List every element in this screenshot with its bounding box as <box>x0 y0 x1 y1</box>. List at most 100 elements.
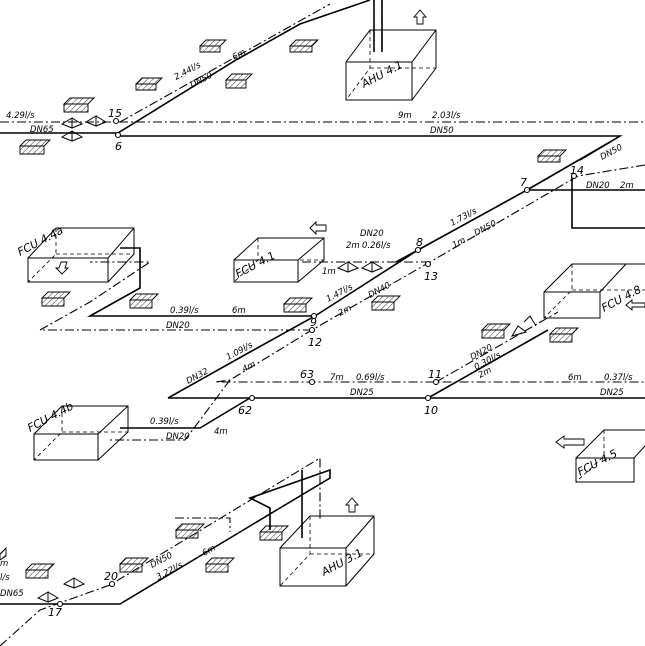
hatch-block <box>24 563 56 571</box>
label-fcu-4-1: FCU 4.1 <box>233 249 277 281</box>
supply-main-top <box>0 132 623 161</box>
hatch-block <box>128 293 160 301</box>
supply-branch-ahu41 <box>117 0 371 134</box>
hatch-block <box>40 291 72 299</box>
node-15[interactable] <box>112 117 120 125</box>
pipe-label: 6m <box>201 543 218 558</box>
hatch-block <box>25 569 49 579</box>
down-arrow-icon <box>54 261 70 275</box>
ahu-4-1-box <box>345 9 437 101</box>
node-10[interactable] <box>424 394 432 402</box>
pipe-label: m <box>0 559 8 569</box>
node-label-20: 20 <box>104 570 118 583</box>
supply-branch-14 <box>571 176 645 229</box>
up-arrow-icon <box>345 497 359 513</box>
hatched-blocks <box>0 39 580 579</box>
node-62[interactable] <box>248 394 256 402</box>
hatch-block <box>288 39 320 47</box>
valve-icon <box>62 577 86 589</box>
pipe-label: 6m <box>232 306 246 316</box>
return-ahu41 <box>119 3 331 123</box>
hatch-block <box>549 333 573 343</box>
pipe-label: 9m <box>398 111 412 121</box>
label-fcu-4-8: FCU 4.8 <box>599 283 643 315</box>
node-labels: 15 6 7 14 8 13 9 12 63 11 10 62 20 17 <box>48 107 584 619</box>
pipe-label: 7m <box>330 373 344 383</box>
supply-main-bottom <box>0 468 331 605</box>
node-63[interactable] <box>308 378 316 386</box>
pipe-label: DN20 <box>166 321 190 331</box>
hatch-block <box>282 297 314 305</box>
hatch-block <box>258 525 290 533</box>
hatch-block <box>18 139 52 147</box>
pipe-label: 0.37l/s <box>604 373 633 383</box>
hatch-block <box>63 103 89 113</box>
pipe-label: 4m <box>214 427 228 437</box>
pipe-label: DN25 <box>350 388 374 398</box>
hatch-block <box>289 45 313 53</box>
node-label-12: 12 <box>308 336 322 349</box>
fcu-4-5-box <box>555 429 645 483</box>
node-label-6: 6 <box>115 140 122 153</box>
pipe-label: 0.26l/s <box>362 241 391 251</box>
fcu-4-8-box <box>543 263 645 319</box>
left-arrow-icon <box>625 299 645 311</box>
pipe-label: DN32 <box>185 367 211 387</box>
pipe-label: DN25 <box>600 388 624 398</box>
valve-icon <box>360 261 384 273</box>
pipe-label: 6m <box>568 373 582 383</box>
pipe-label: DN20 <box>166 432 190 442</box>
node-label-8: 8 <box>416 236 423 249</box>
node-label-9: 9 <box>310 316 317 329</box>
return-ahu31-loop <box>175 517 231 532</box>
node-7[interactable] <box>523 186 531 194</box>
up-arrow-icon <box>413 9 427 25</box>
node-label-63: 63 <box>300 368 314 381</box>
hatch-block <box>118 557 150 565</box>
node-17[interactable] <box>56 600 64 608</box>
hatch-block <box>204 557 236 565</box>
pipe-label: 4.29l/s <box>6 111 35 121</box>
hatch-block <box>536 149 568 157</box>
node-label-11: 11 <box>428 368 442 381</box>
node-12[interactable] <box>308 326 316 334</box>
hatch-block <box>174 523 206 531</box>
pipe-label: DN50 <box>430 126 454 136</box>
hatch-block <box>481 329 505 339</box>
hatch-block <box>537 155 561 163</box>
return-10-fcu48 <box>435 311 559 383</box>
pipe-label: 2.03l/s <box>432 111 461 121</box>
node-20[interactable] <box>108 580 116 588</box>
label-fcu-4-4b: FCU 4.4b <box>25 400 75 435</box>
hatch-block <box>548 327 580 335</box>
supply-fcu41 <box>395 249 419 263</box>
supply-fcu44b <box>120 397 251 429</box>
hatch-block <box>283 303 307 313</box>
pipe-label: DN20 <box>586 181 610 191</box>
pipe-label: DN65 <box>30 125 54 135</box>
hatch-block <box>19 145 45 155</box>
node-8[interactable] <box>414 246 422 254</box>
hatch-block <box>205 563 229 573</box>
valve-icon <box>36 591 60 603</box>
node-label-13: 13 <box>424 270 438 283</box>
valve-icon <box>84 115 108 127</box>
hatch-block <box>224 73 254 81</box>
node-13[interactable] <box>424 260 432 268</box>
hatch-block <box>480 323 512 331</box>
nodes <box>56 117 578 608</box>
supply-pipes <box>0 0 645 605</box>
pipe-label: 4m <box>241 359 258 374</box>
pipe-label: 1m <box>451 235 468 250</box>
node-9[interactable] <box>310 312 318 320</box>
hatch-block <box>259 531 283 541</box>
fcu-4-1-box <box>233 220 327 283</box>
node-11[interactable] <box>432 378 440 386</box>
node-6[interactable] <box>114 131 122 139</box>
return-fcu44b <box>110 379 231 441</box>
pipe-label: DN20 <box>360 229 384 239</box>
node-14[interactable] <box>570 172 578 180</box>
hatch-block <box>134 77 164 85</box>
pipe-label: DN65 <box>0 589 24 599</box>
